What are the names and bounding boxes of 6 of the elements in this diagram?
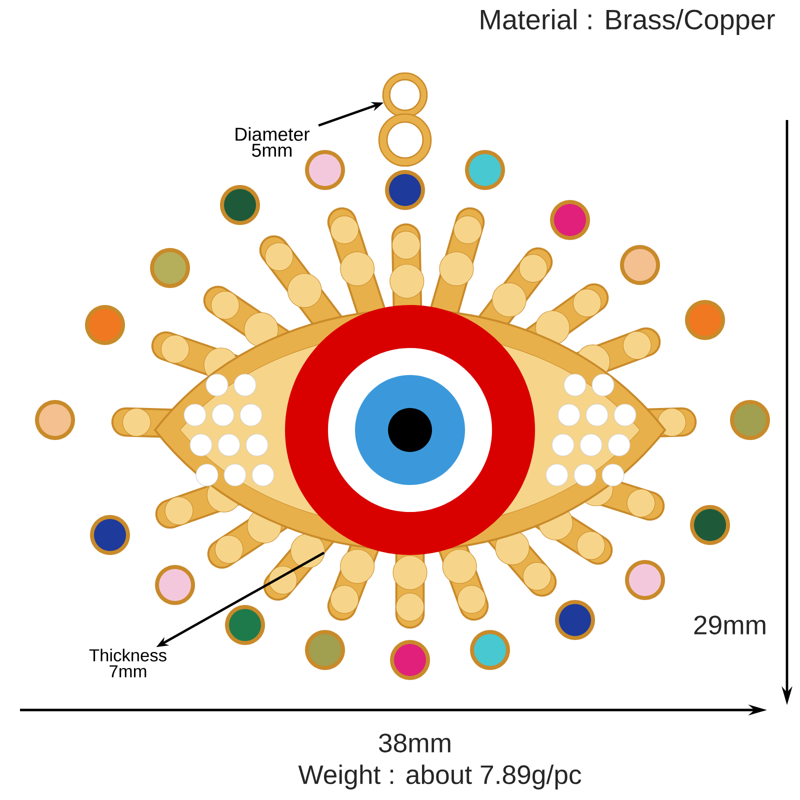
label-text: Weight : about 7.89g/pc <box>298 764 582 790</box>
jump-ring <box>382 72 428 118</box>
label-text: 38mm <box>378 734 450 752</box>
label-text: 29mm <box>694 616 766 634</box>
pendant-drawing <box>35 113 770 680</box>
label-text: Material : Brass/Copper <box>480 8 775 36</box>
